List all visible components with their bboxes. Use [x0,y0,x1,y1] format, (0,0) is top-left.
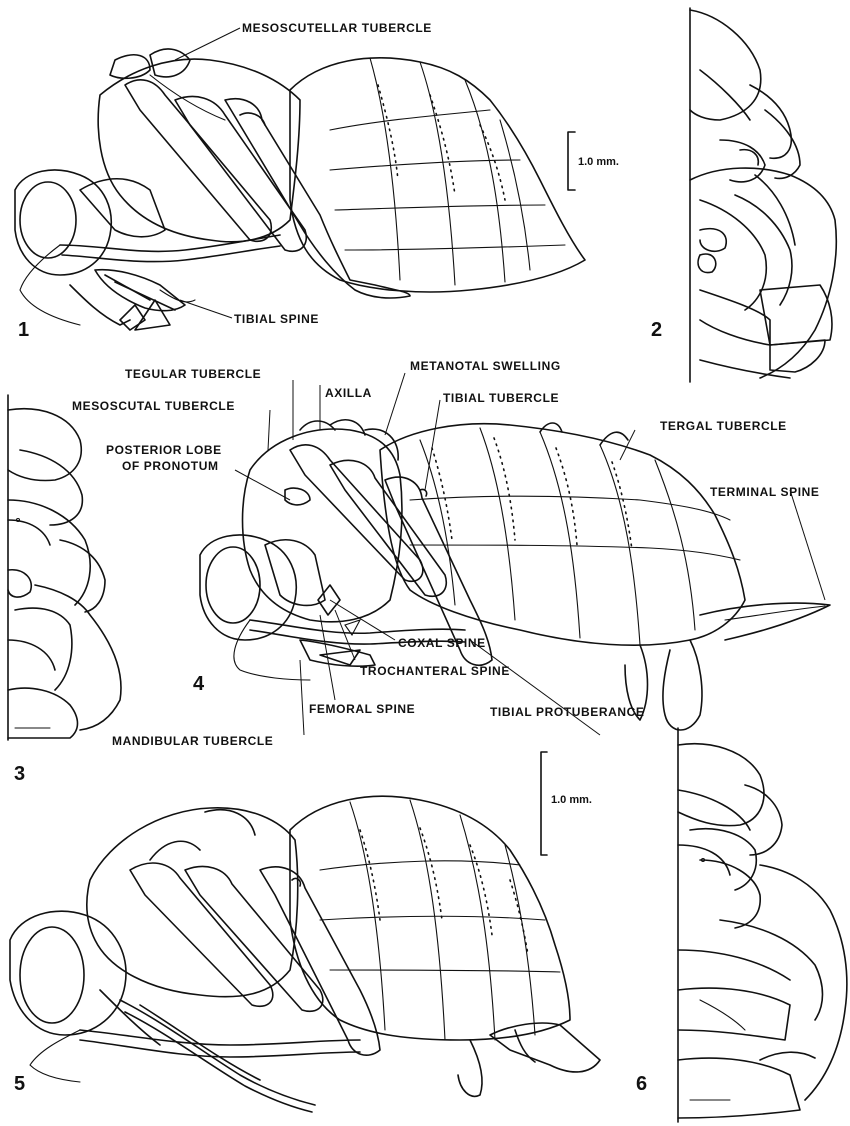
figure-1-pupa-lateral [15,28,585,330]
scale-bar-bottom: 1.0 mm. [541,752,592,855]
label-posterior-lobe-line1: POSTERIOR LOBE [106,443,222,457]
label-mesoscutal-tubercle: MESOSCUTAL TUBERCLE [72,399,235,413]
figure-number-1: 1 [18,319,29,341]
figure-6-pupa-frontal [678,728,847,1122]
label-axilla: AXILLA [325,386,372,400]
label-tibial-spine: TIBIAL SPINE [234,312,319,326]
figure-number-2: 2 [651,319,662,341]
figure-number-5: 5 [14,1073,25,1095]
label-mesoscutellar-tubercle: MESOSCUTELLAR TUBERCLE [242,21,432,35]
label-metanotal-swelling: METANOTAL SWELLING [410,359,561,373]
label-tibial-protuberance: TIBIAL PROTUBERANCE [490,705,645,719]
label-terminal-spine: TERMINAL SPINE [710,485,820,499]
label-tergal-tubercle: TERGAL TUBERCLE [660,419,787,433]
figure-number-4: 4 [193,673,205,695]
figure-5-pupa-lateral [10,796,600,1112]
figure-2-pupa-frontal [690,8,836,382]
label-coxal-spine: COXAL SPINE [398,636,486,650]
label-femoral-spine: FEMORAL SPINE [309,702,415,716]
label-posterior-lobe-line2: OF PRONOTUM [122,459,219,473]
figure-number-6: 6 [636,1073,647,1095]
mesoscutellar-tubercle-shape [150,49,190,77]
figure-number-3: 3 [14,763,25,785]
label-tibial-tubercle: TIBIAL TUBERCLE [443,391,559,405]
label-mandibular-tubercle: MANDIBULAR TUBERCLE [112,734,273,748]
label-trochanteral-spine: TROCHANTERAL SPINE [360,664,510,678]
scale-bar-top: 1.0 mm. [568,132,619,190]
scale-bar-top-label: 1.0 mm. [578,156,619,168]
label-tegular-tubercle: TEGULAR TUBERCLE [125,367,261,381]
figure-3-pupa-frontal [8,395,121,740]
scale-bar-bottom-label: 1.0 mm. [551,794,592,806]
